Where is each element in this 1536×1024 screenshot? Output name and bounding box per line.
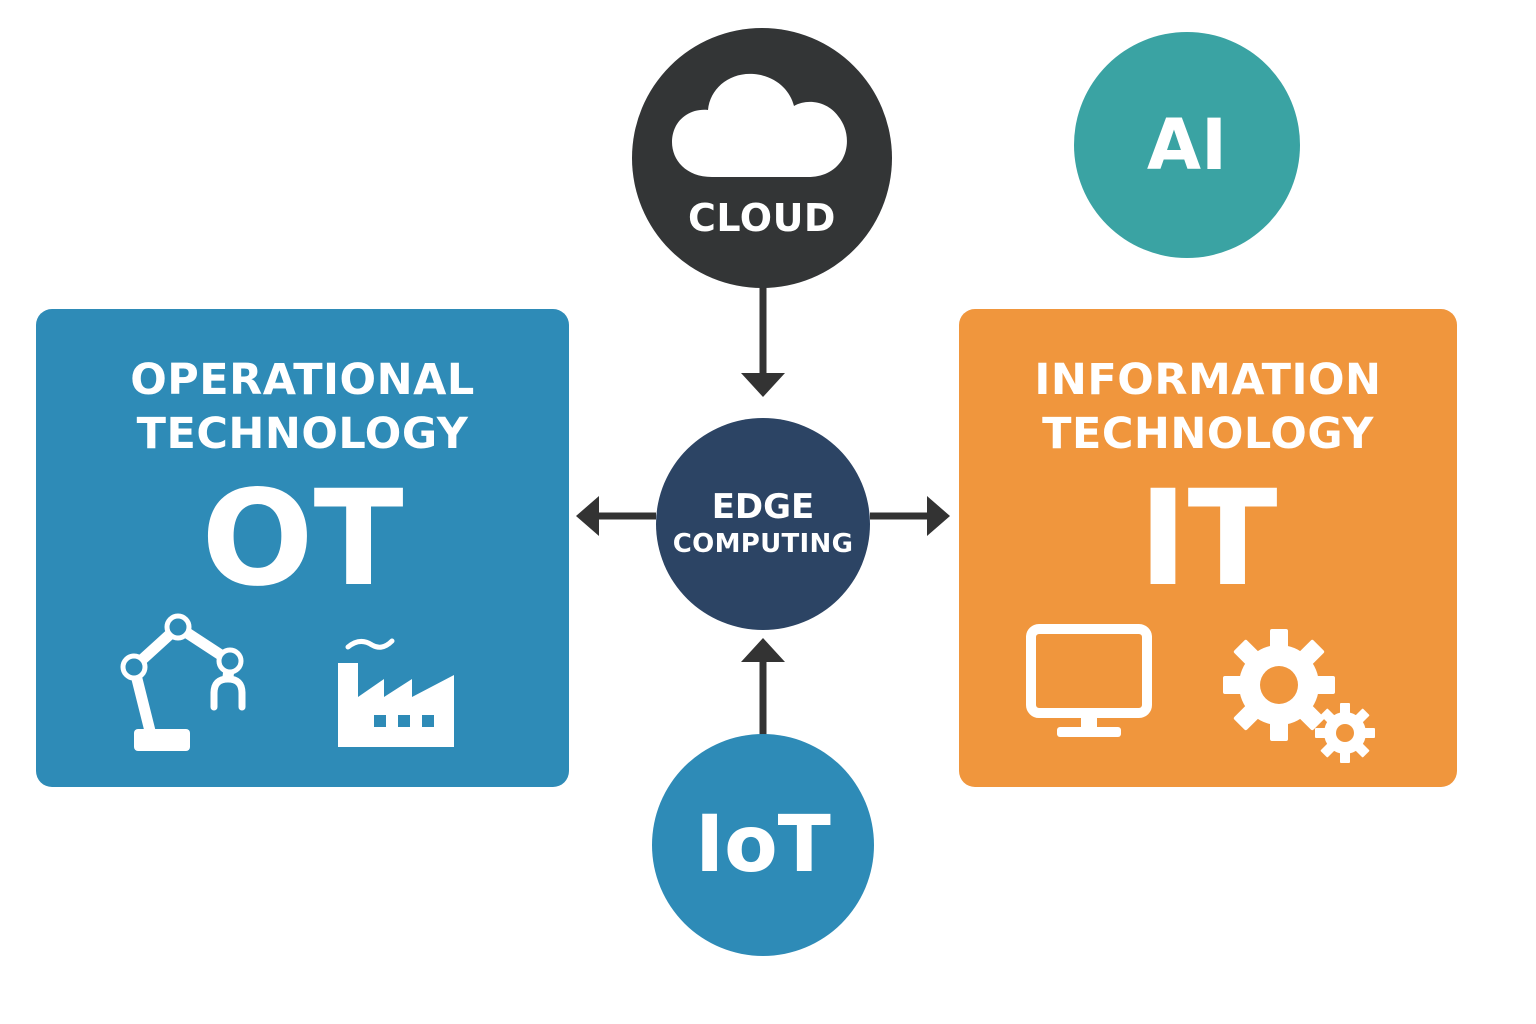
ai-node: AI [1074, 32, 1300, 258]
it-title: INFORMATION TECHNOLOGY [959, 353, 1457, 461]
it-title-line2: TECHNOLOGY [1042, 409, 1374, 459]
it-abbr: IT [1138, 462, 1278, 616]
ai-label: AI [1146, 104, 1228, 186]
edge-label-line1: EDGE [711, 487, 815, 527]
factory-icon [338, 638, 454, 747]
iot-node: IoT [652, 734, 874, 956]
edge-label-line2: COMPUTING [672, 529, 854, 559]
arrow-iot-to-edge [741, 638, 785, 736]
monitor-icon [1026, 624, 1152, 737]
edge-computing-node: EDGE COMPUTING [656, 418, 870, 630]
ot-title: OPERATIONAL TECHNOLOGY [36, 353, 569, 461]
cloud-node: CLOUD [632, 28, 892, 288]
gears-icon [1223, 629, 1375, 763]
cloud-icon [672, 73, 847, 177]
ot-title-line2: TECHNOLOGY [136, 409, 469, 459]
arrow-edge-to-it [870, 496, 950, 536]
iot-label: IoT [695, 800, 831, 890]
it-title-line1: INFORMATION [1034, 355, 1382, 405]
ot-title-line1: OPERATIONAL [130, 355, 475, 405]
it-panel: INFORMATION TECHNOLOGY IT [959, 309, 1457, 787]
arrow-edge-to-ot [576, 496, 656, 536]
robot-arm-icon [120, 613, 246, 751]
arrow-cloud-to-edge [741, 286, 785, 397]
ot-abbr: OT [201, 462, 404, 616]
cloud-label: CLOUD [688, 196, 836, 240]
ot-panel: OPERATIONAL TECHNOLOGY OT [36, 309, 569, 787]
